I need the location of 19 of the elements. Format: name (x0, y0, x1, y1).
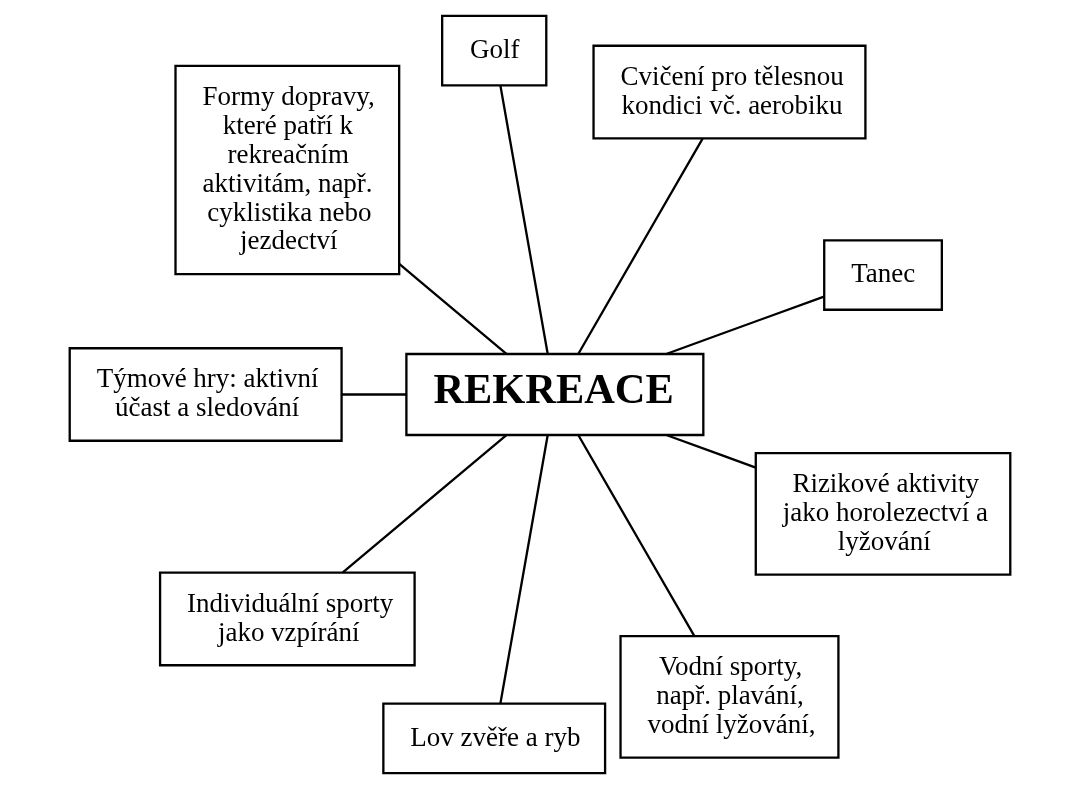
connector (342, 434, 508, 574)
node-box: Rizikové aktivity jako horolezectví a lyžování (754, 452, 1012, 576)
connector (499, 435, 549, 704)
connector (341, 393, 407, 396)
node-box: Golf (441, 14, 548, 87)
connector (577, 138, 704, 355)
node-box: Vodní sporty, např. plavání, vodní lyžování, (619, 635, 840, 759)
node-box: Týmové hry: aktivní účast a sledování (68, 347, 343, 442)
connector (577, 434, 696, 637)
node-box: Individuální sporty jako vzpírání (158, 571, 416, 667)
node-box: Tanec (823, 239, 943, 311)
connector (398, 263, 508, 355)
connector (666, 434, 757, 469)
connector (499, 85, 549, 354)
node-box: Lov zvěře a ryb (382, 702, 607, 775)
node-box: Formy dopravy, které patří k rekreačním aktivitám, např. cyklistika nebo jezdectví (174, 64, 401, 276)
node-box: REKREACE (405, 352, 705, 437)
node-box: Cvičení pro tělesnou kondici vč. aerobiku (592, 44, 867, 140)
connector (666, 295, 825, 355)
